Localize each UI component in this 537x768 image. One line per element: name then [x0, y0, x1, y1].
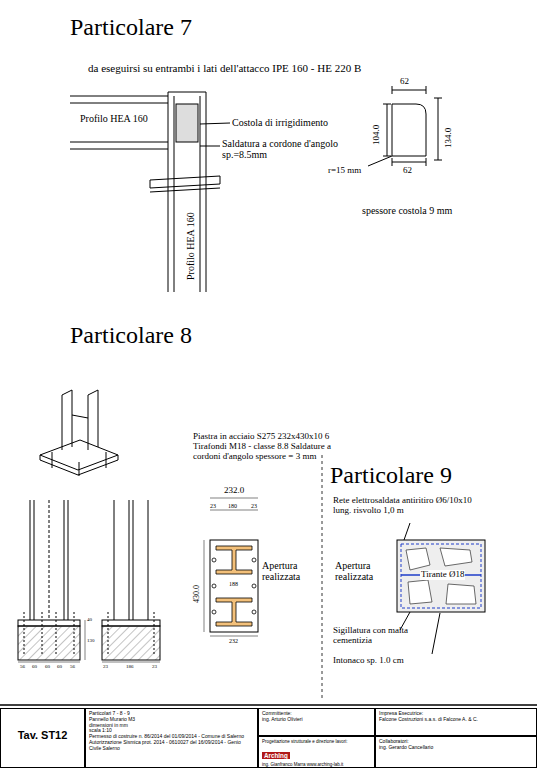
- annotation-label: 56: [70, 664, 75, 670]
- title-block-cell: Progettazione strutturale e direzione la…: [258, 736, 375, 768]
- annotation-label: 23: [210, 503, 216, 510]
- title-block-cell: Collaboratori:ing. Gerardo Cancellario: [375, 736, 537, 768]
- detail-heading: Particolare 7: [70, 14, 192, 40]
- title-block-text: dimensioni in mm: [89, 723, 254, 729]
- annotation-label: 60: [57, 664, 62, 670]
- annotation-label: 232: [229, 638, 238, 645]
- annotation-label: 40: [87, 617, 92, 623]
- annotation-label: 56: [20, 664, 25, 670]
- annotation-label: Apertura realizzata: [335, 560, 387, 582]
- annotation-label: 130: [87, 638, 95, 644]
- annotation-label: Intonaco sp. 1.0 cm: [333, 656, 404, 666]
- annotation-label: Profilo HEA 160: [185, 212, 196, 280]
- annotation-label: Apertura realizzata: [262, 560, 314, 582]
- title-block-text: Tav. ST12: [4, 729, 81, 742]
- annotation-label: Piastra in acciaio S275 232x430x10 6 Tir…: [193, 432, 333, 462]
- annotation-label: 60: [32, 664, 37, 670]
- annotation-label: Tirante Ø18: [420, 570, 465, 580]
- logo-text: ArchIng: [262, 752, 290, 759]
- annotation-label: 62: [403, 166, 412, 176]
- annotation-label: spessore costola 9 mm: [362, 205, 452, 216]
- annotation-label: 188: [228, 581, 239, 588]
- detail-heading: Particolare 9: [330, 462, 452, 488]
- annotation-label: r=15 mm: [328, 166, 361, 176]
- annotation-label: 23: [251, 503, 257, 510]
- annotation-label: Rete elettrosaldata antiritiro Ø6/10x10 …: [333, 496, 483, 516]
- annotation-label: Saldatura a cordone d'angolo sp.=8.5mm: [222, 138, 340, 160]
- annotation-label: Profilo HEA 160: [80, 113, 148, 124]
- annotation-label: 23: [103, 664, 108, 670]
- title-block-text: ing. Gianfranco Marra www.arching-lab.it: [262, 762, 371, 767]
- annotation-label: 62: [400, 77, 409, 87]
- title-block-text: Falcone Costruzioni s.a.s. di Falcone A.…: [379, 717, 533, 723]
- title-block-cell: Impresa Esecutrice:Falcone Costruzioni s…: [375, 708, 537, 736]
- annotation-label: 60: [45, 664, 50, 670]
- title-block-cell: Particolari 7 - 8 - 9Pannello Murario M3…: [85, 708, 258, 768]
- title-block-text: Progettazione strutturale e direzione la…: [262, 739, 371, 744]
- title-block-text: Autorizzazione Sismica prot. 2014 - 0610…: [89, 740, 254, 752]
- title-block-text: ing. Arturio Olivieri: [262, 717, 371, 723]
- annotation-label: 23: [152, 664, 157, 670]
- title-block-cell: Tav. ST12: [0, 708, 85, 768]
- annotation-label: da eseguirsi su entrambi i lati dell'att…: [88, 62, 361, 74]
- title-block-cell: Committente:ing. Arturio Olivieri: [258, 708, 375, 736]
- title-block-text: ing. Gerardo Cancellario: [379, 745, 533, 751]
- annotation-label: 430.0: [193, 585, 202, 603]
- annotation-label: 232.0: [224, 486, 244, 496]
- annotation-label: 180: [228, 503, 237, 510]
- annotation-label: 186: [126, 664, 134, 670]
- annotation-label: Sigillatura con malta cementizia: [333, 626, 443, 646]
- annotation-label: 104.0: [372, 125, 382, 145]
- detail-heading: Particolare 8: [70, 322, 192, 348]
- annotation-label: 134.0: [444, 128, 454, 148]
- annotation-label: Costola di irrigidimento: [232, 117, 328, 128]
